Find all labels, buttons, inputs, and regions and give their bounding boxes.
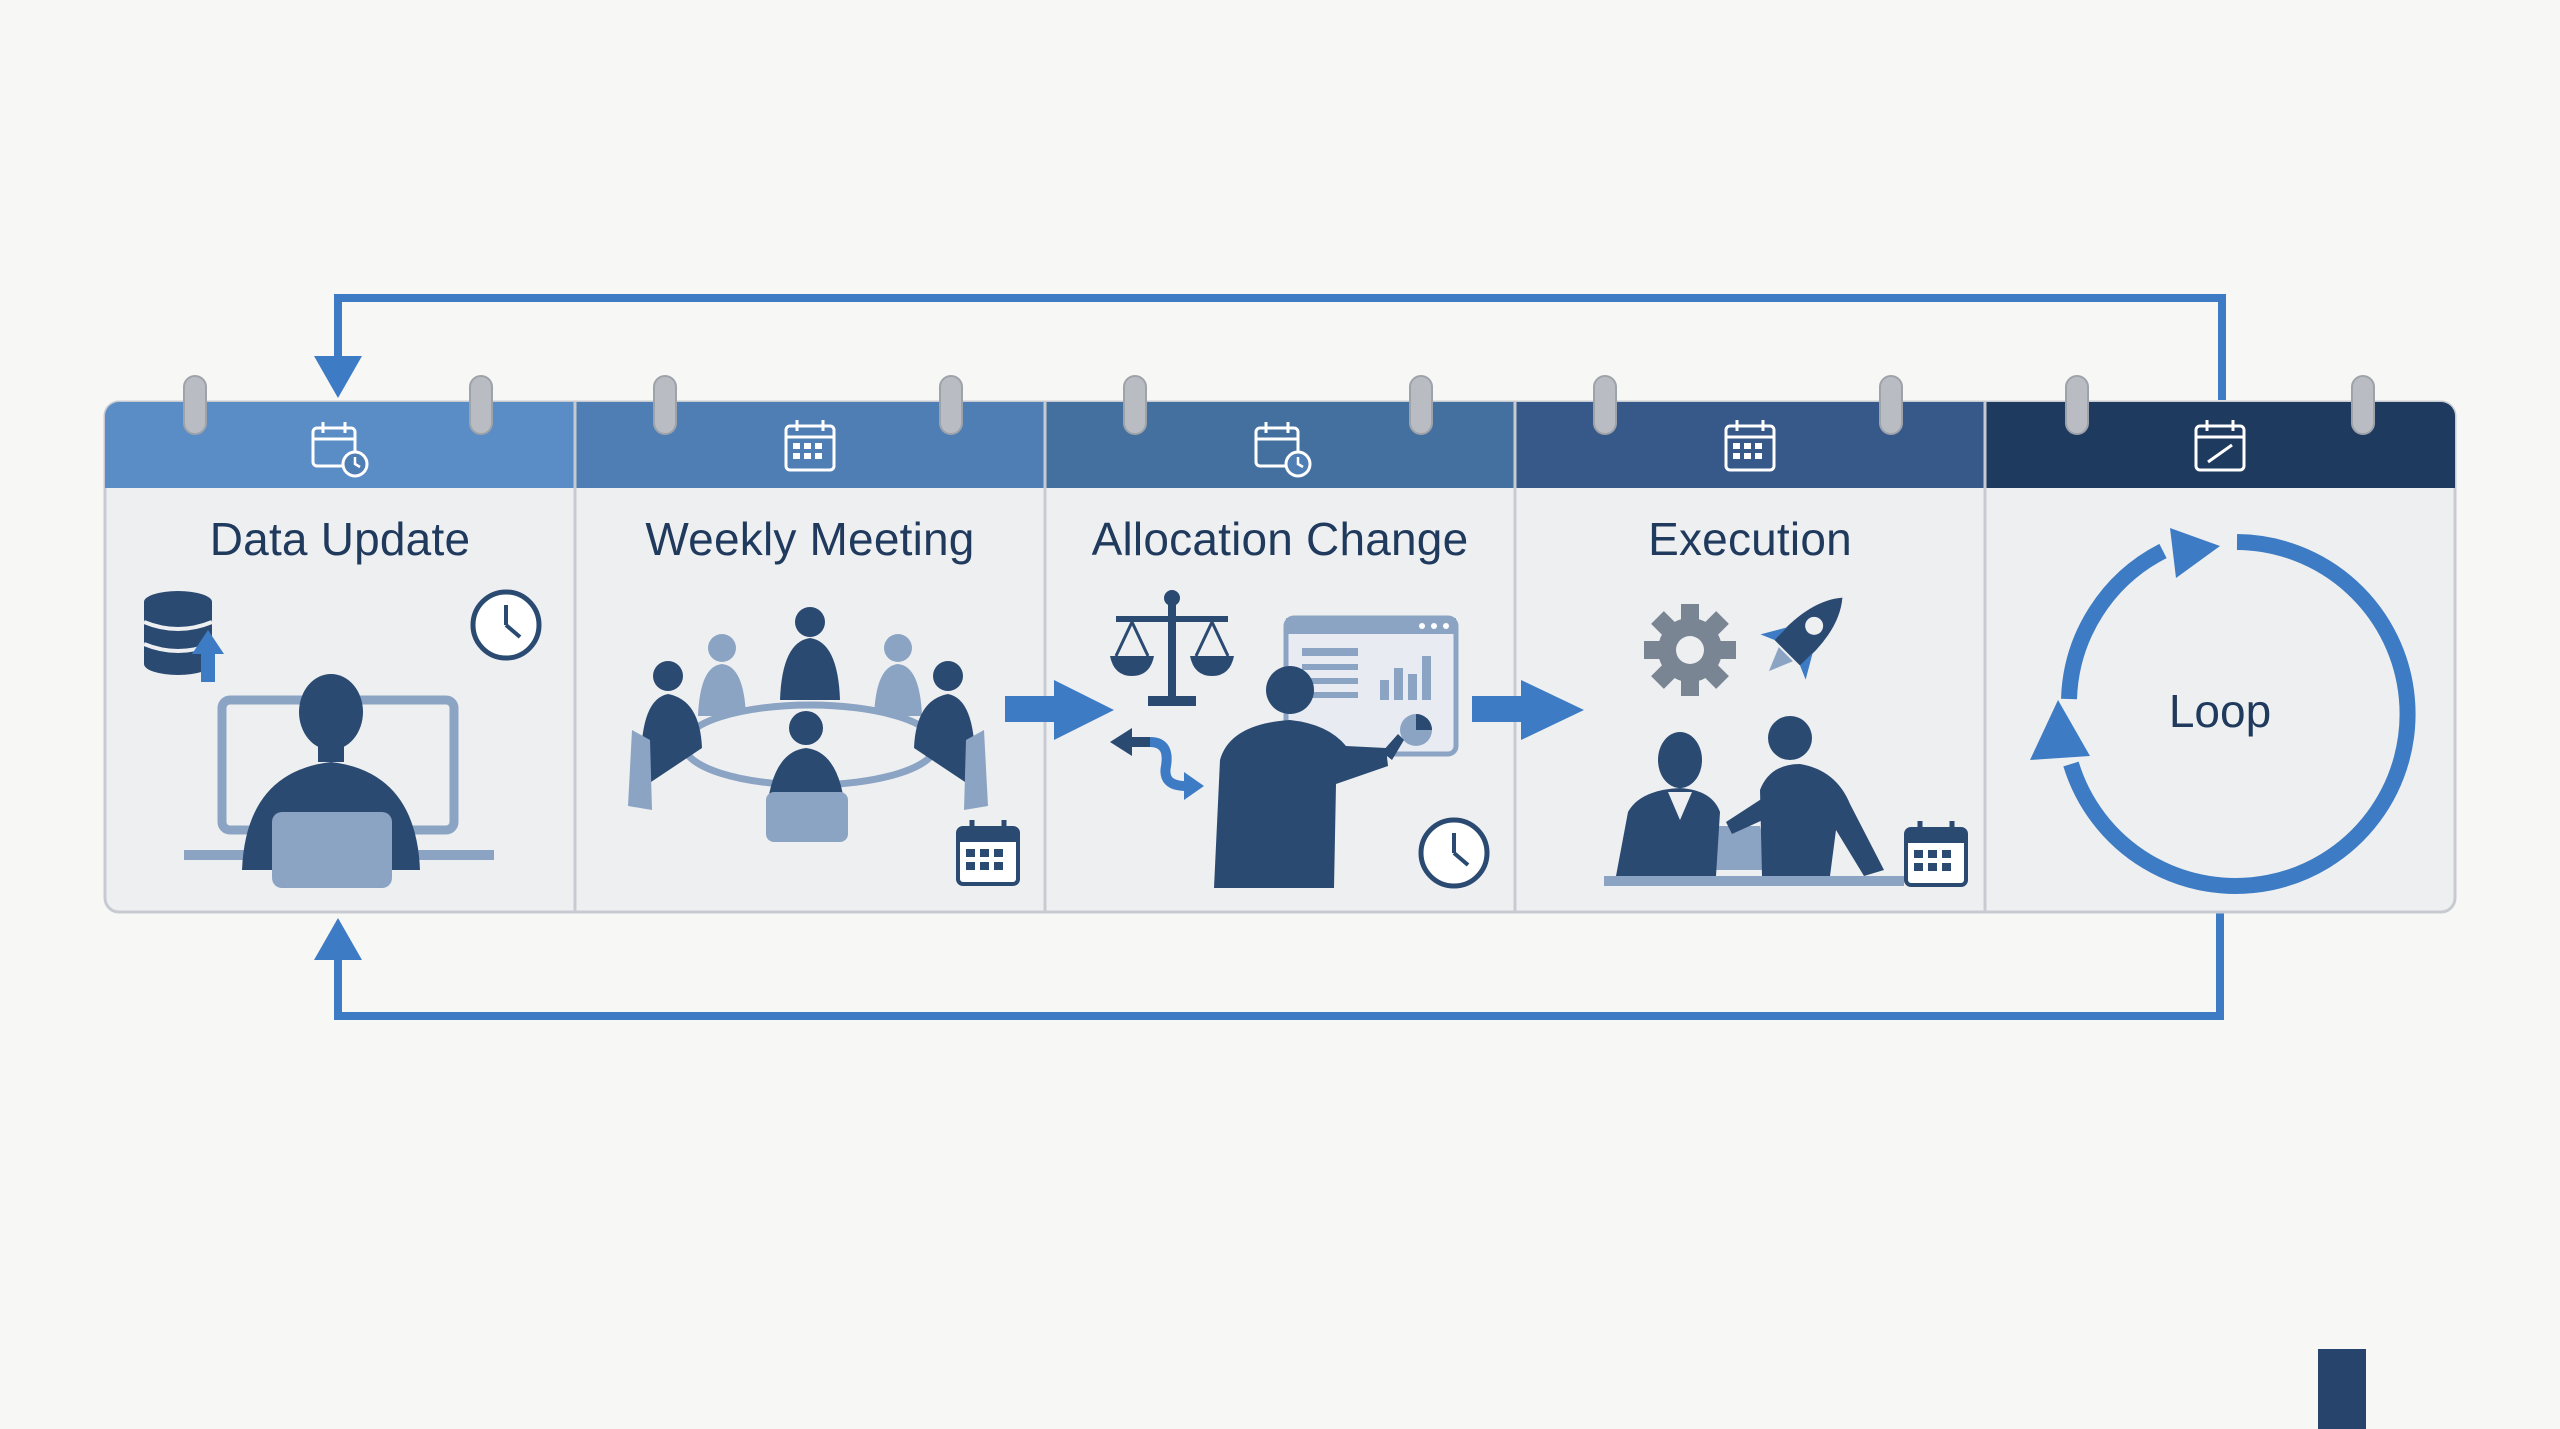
gear-icon — [1644, 604, 1736, 696]
top-feedback-arrow — [314, 294, 2226, 400]
calendar-check-icon — [2194, 420, 2246, 472]
corner-decoration — [2318, 1349, 2366, 1429]
flow-arrow-2-3 — [1005, 680, 1114, 740]
panel-title-weekly-meeting: Weekly Meeting — [645, 513, 975, 565]
calendar-icon — [1906, 821, 1966, 885]
person-at-computer-icon — [184, 674, 494, 888]
panel-title-data-update: Data Update — [209, 513, 471, 565]
calendar-icon — [958, 820, 1018, 884]
bottom-feedback-arrow — [314, 880, 2224, 1020]
panel-title-allocation-change: Allocation Change — [1091, 513, 1469, 565]
clock-icon — [1421, 820, 1487, 886]
dashboard-chart-icon — [1283, 615, 1459, 757]
loop-cycle-icon — [2030, 528, 2416, 894]
rocket-icon — [1760, 597, 1843, 680]
team-meeting-icon — [628, 607, 988, 842]
presenter-icon — [1214, 666, 1404, 888]
swap-arrows-icon — [1110, 728, 1204, 800]
database-upload-icon — [143, 591, 224, 682]
team-working-icon — [1604, 716, 1904, 886]
flow-arrow-3-4 — [1472, 680, 1584, 740]
loop-label: Loop — [2168, 685, 2272, 737]
panel-title-execution: Execution — [1648, 513, 1852, 565]
panel-strip — [103, 400, 2457, 914]
balance-scale-icon — [1110, 590, 1234, 706]
clock-icon — [473, 592, 539, 658]
binder-rings — [183, 375, 2375, 435]
